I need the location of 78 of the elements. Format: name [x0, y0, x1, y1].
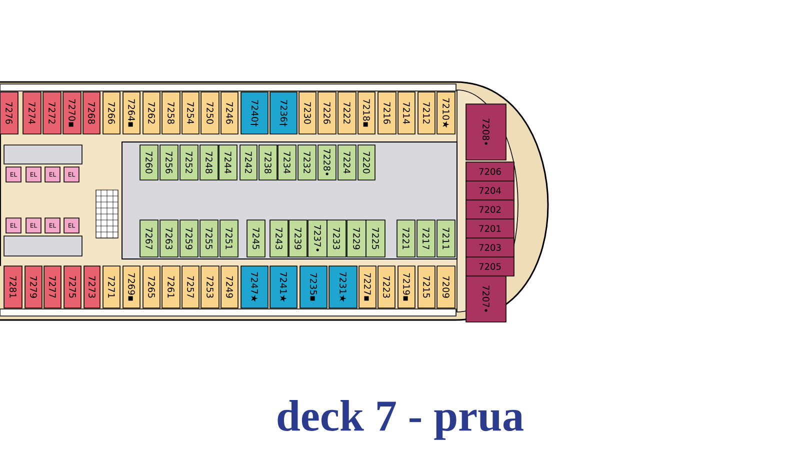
cabin-box: 7269▪: [122, 266, 140, 308]
cabin-box: 7232: [298, 144, 316, 180]
cabin-box: 7279: [24, 266, 42, 308]
cabin-box: 7210★: [436, 92, 456, 134]
cabin-box: 7214: [398, 92, 416, 134]
cabin-box: 7217: [416, 220, 436, 258]
cabin-box: 7218▪: [358, 92, 376, 134]
cabin-box: 7212: [418, 92, 436, 134]
cabin-box: 7271: [102, 266, 120, 308]
cabin-box: 7207•: [466, 276, 506, 322]
cabin-box: 7221: [396, 220, 416, 258]
cabin-box: 7264▪: [122, 92, 140, 134]
cabin-box: 7260: [140, 144, 158, 180]
cabin-box: 7228•: [318, 144, 336, 180]
cabin-box: 7233: [326, 220, 346, 258]
cabin-box: 7268: [82, 92, 100, 134]
cabin-box: 7240†: [240, 92, 268, 134]
cabin-box: 7259: [180, 220, 198, 258]
cabin-box: 7224: [338, 144, 356, 180]
cabin-box: 7211: [436, 220, 456, 258]
cabin-box: 7220: [358, 144, 376, 180]
cabin-box: 7248: [200, 144, 218, 180]
cabin-box: 7209: [436, 266, 456, 308]
cabin-box: 7206: [466, 162, 514, 182]
cabin-box: 7223: [378, 266, 396, 308]
cabin-box: 7265: [142, 266, 160, 308]
cabin-box: 7253: [200, 266, 220, 308]
cabin-box: 7275: [64, 266, 82, 308]
cabin-box: 7242: [240, 144, 258, 180]
cabin-box: 7230: [298, 92, 316, 134]
cabin-box: 7262: [142, 92, 160, 134]
cabin-box: 7219▪: [398, 266, 416, 308]
cabin-box: 7243: [270, 220, 288, 258]
cabin-box: 7231★: [328, 266, 358, 308]
cabin-box: 7236†: [270, 92, 298, 134]
cabin-box: 7241★: [270, 266, 298, 308]
cabin-box: 7281: [4, 266, 22, 308]
cabin-box: 7257: [182, 266, 200, 308]
cabin-box: 7251: [220, 220, 238, 258]
cabin-box: 7273: [84, 266, 100, 308]
cabin-box: 7247★: [240, 266, 268, 308]
cabin-box: 7237•: [308, 220, 328, 258]
cabin-box: 7216: [378, 92, 396, 134]
cabin-box: 7226: [318, 92, 336, 134]
cabin-box: 7267: [140, 220, 158, 258]
cabin-box: 7202: [466, 200, 514, 220]
cabin-box: 7222: [338, 92, 356, 134]
cabin-box: 7254: [182, 92, 200, 134]
cabin-box: 7215: [418, 266, 436, 308]
cabin-box: 7249: [220, 266, 238, 308]
cabin-box: 7229: [346, 220, 366, 258]
cabin-box: 7276: [0, 92, 18, 134]
cabin-box: 7235▪: [300, 266, 328, 308]
cabin-box: 7205: [466, 256, 514, 276]
cabin-box: 7239: [288, 220, 308, 258]
cabin-box: 7201: [466, 218, 514, 238]
cabin-box: 7258: [162, 92, 180, 134]
cabin-box: 7203: [466, 238, 514, 258]
cabin-box: 7266: [102, 92, 120, 134]
cabin-box: 7261: [162, 266, 180, 308]
cabin-box: 7204: [466, 180, 514, 200]
cabin-box: 7252: [180, 144, 198, 180]
cabin-box: 7277: [44, 266, 62, 308]
cabin-box: 7227▪: [358, 266, 376, 308]
cabin-box: 7272: [42, 92, 62, 134]
cabin-box: 7263: [160, 220, 178, 258]
cabin-box: 7245: [246, 220, 266, 258]
cabin-box: 7246: [220, 92, 238, 134]
cabin-box: 7270▪: [62, 92, 82, 134]
cabin-box: 7250: [200, 92, 220, 134]
deck-title: deck 7 - prua: [278, 400, 524, 440]
cabin-box: 7225: [366, 220, 386, 258]
cabin-box: 7256: [160, 144, 178, 180]
cabin-box: 7255: [200, 220, 218, 258]
cabin-box: 7244: [218, 144, 238, 180]
cabin-box: 7238: [258, 144, 278, 180]
cabin-box: 7274: [22, 92, 42, 134]
cabin-box: 7234: [278, 144, 296, 180]
